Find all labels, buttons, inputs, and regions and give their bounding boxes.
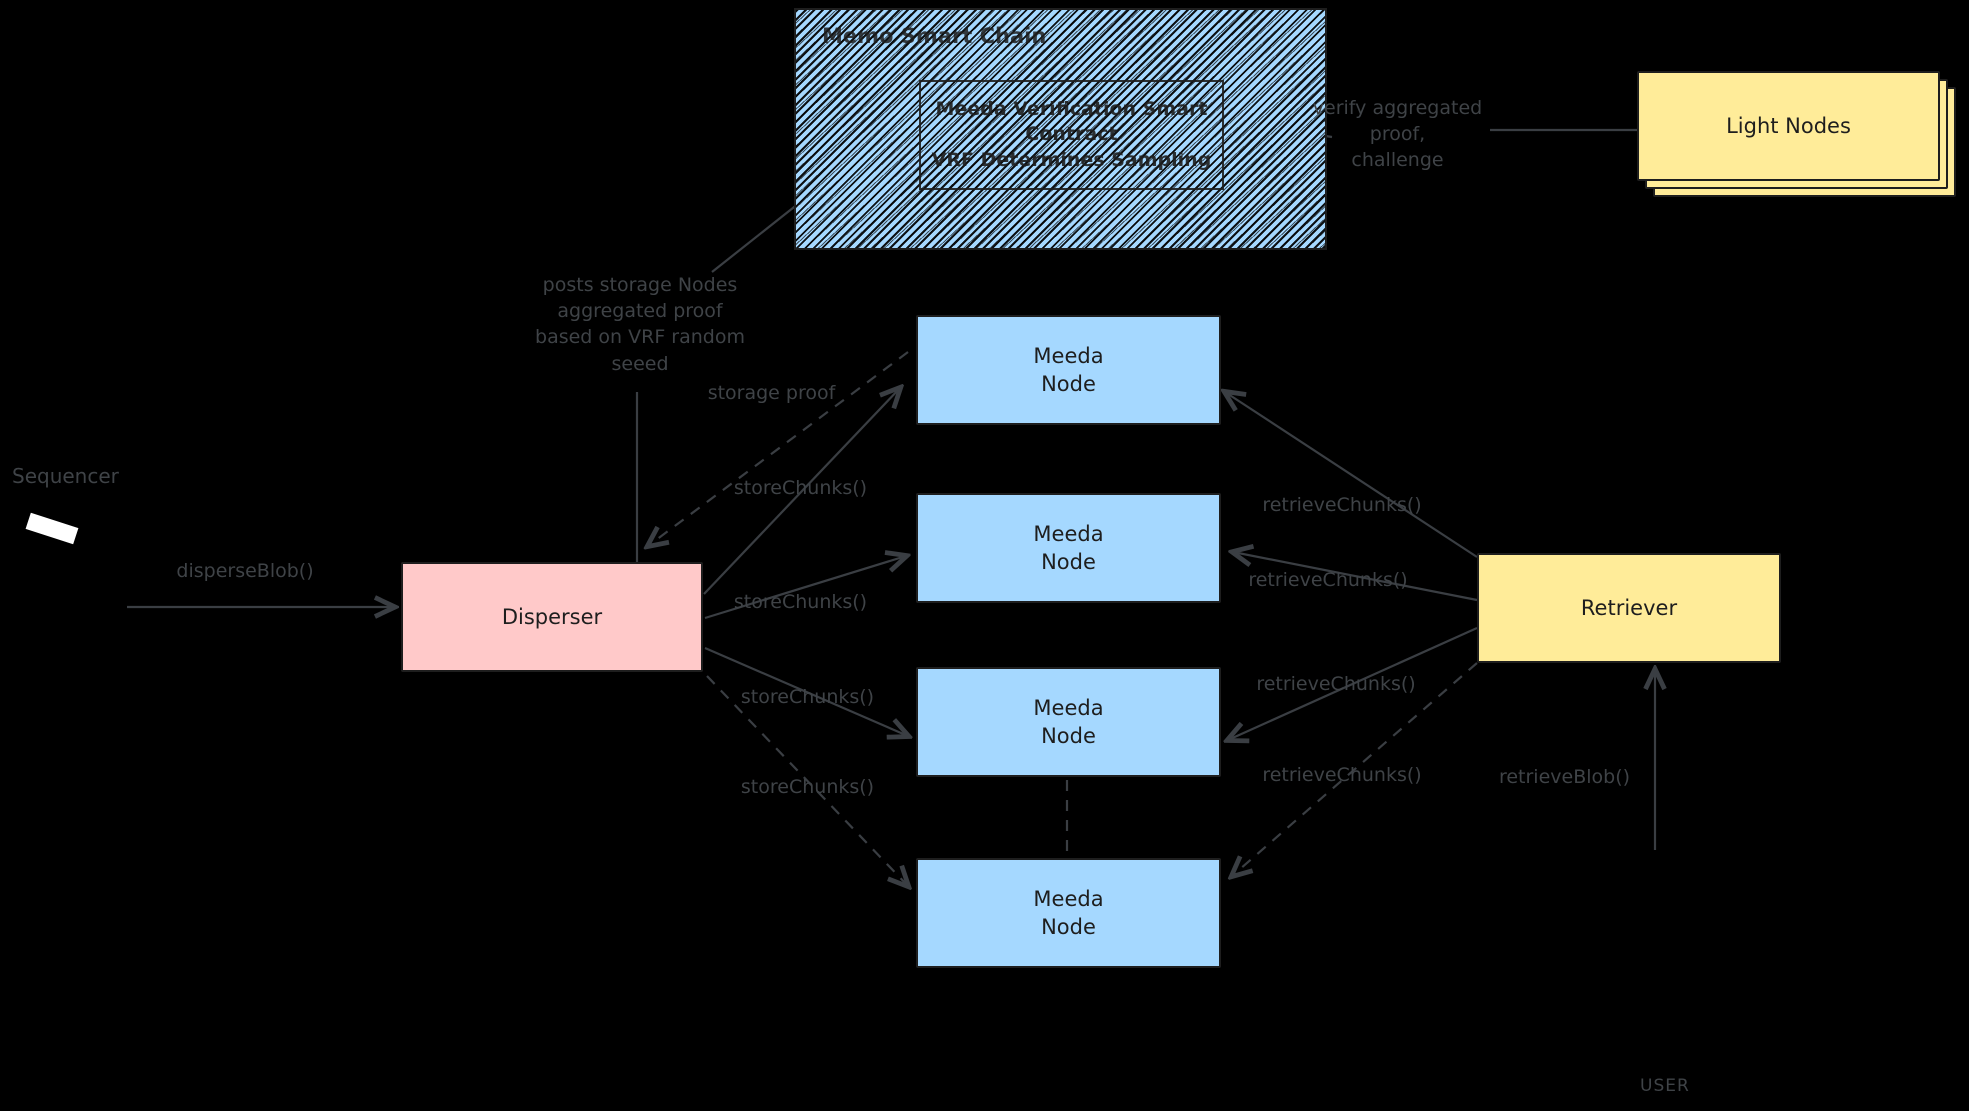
sequencer-label: Sequencer: [12, 464, 119, 488]
arrow-store-chunks-4: [706, 675, 908, 886]
meeda-node-box-3: Meeda Node: [916, 667, 1221, 777]
arrow-retrieve-chunks-4: [1232, 662, 1478, 876]
label-disperse-blob: disperseBlob(): [176, 560, 314, 582]
memo-smart-chain-box: Memo Smart Chain Meeda Verification Smar…: [794, 8, 1327, 250]
arrow-retrieve-chunks-1: [1225, 392, 1478, 558]
label-store-chunks-2: storeChunks(): [733, 591, 868, 613]
light-nodes-card: Light Nodes: [1637, 71, 1940, 181]
label-store-chunks-3: storeChunks(): [740, 686, 875, 708]
arrow-store-chunks-3: [704, 646, 908, 736]
label-store-chunks-4: storeChunks(): [740, 776, 875, 798]
label-retrieve-chunks-1: retrieveChunks(): [1262, 494, 1422, 516]
label-retrieve-chunks-3: retrieveChunks(): [1256, 673, 1416, 695]
meeda-node-box-2: Meeda Node: [916, 493, 1221, 603]
arrow-retrieve-chunks-3: [1228, 626, 1478, 740]
meeda-node-box-4: Meeda Node: [916, 858, 1221, 968]
verification-contract-box: Meeda Verification Smart Contract VRF De…: [919, 80, 1224, 190]
label-retrieve-chunks-4: retrieveChunks(): [1262, 764, 1422, 786]
meeda-node-label-2: Meeda Node: [1033, 521, 1104, 574]
label-storage-proof: storage proof: [707, 382, 836, 404]
disperser-box: Disperser: [401, 562, 703, 672]
light-nodes-label: Light Nodes: [1726, 113, 1851, 138]
arrow-retrieve-chunks-2: [1233, 552, 1478, 602]
meeda-node-box-1: Meeda Node: [916, 315, 1221, 425]
label-verify-proof: verify aggregated proof, challenge: [1312, 97, 1483, 172]
label-posts-proof: posts storage Nodes aggregated proof bas…: [535, 274, 745, 375]
label-retrieve-chunks-2: retrieveChunks(): [1248, 569, 1408, 591]
arrow-store-chunks-1: [703, 388, 900, 595]
meeda-node-label-3: Meeda Node: [1033, 695, 1104, 748]
label-retrieve-blob: retrieveBlob(): [1498, 766, 1631, 788]
label-store-chunks-1: storeChunks(): [733, 477, 868, 499]
meeda-node-label-1: Meeda Node: [1033, 343, 1104, 396]
retriever-label: Retriever: [1580, 595, 1678, 620]
disperser-label: Disperser: [501, 604, 603, 629]
user-label: USER: [1640, 1076, 1690, 1096]
arrow-store-chunks-2: [704, 556, 906, 620]
arrow-storage-proof: [648, 351, 909, 546]
meeda-node-label-4: Meeda Node: [1033, 886, 1104, 939]
memo-smart-chain-title: Memo Smart Chain: [822, 24, 1047, 48]
retriever-box: Retriever: [1477, 553, 1781, 663]
